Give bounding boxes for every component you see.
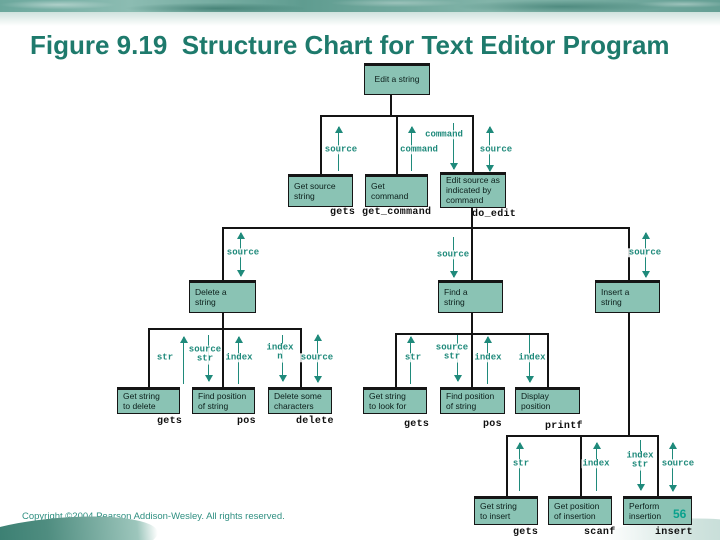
data-flow-label: source str [187,344,223,365]
data-flow-label: str [155,352,175,363]
function-name-label: delete [296,416,334,427]
module-box-find-position-of-string-2: Find position of string [440,387,505,414]
data-flow-label: str [403,352,423,363]
connector-line [222,227,224,280]
module-box-find-a-string: Find a string [438,280,503,313]
data-flow-label: index [581,458,611,469]
function-name-label: scanf [584,527,616,538]
data-flow-label: command [424,129,464,140]
data-flow-arrow [179,336,188,384]
connector-line [471,227,473,280]
module-box-get-source-string: Get source string [288,174,353,207]
module-box-edit-a-string: Edit a string [364,63,430,95]
connector-line [472,115,474,174]
module-box-get-position-of-insertion: Get position of insertion [548,496,612,525]
connector-line [471,333,473,387]
connector-line [395,333,397,387]
function-name-label: do_edit [472,209,517,220]
connector-line [547,333,549,387]
data-flow-label: source [435,249,471,260]
connector-line [628,313,630,435]
connector-line [580,435,582,496]
data-flow-label: source [660,458,696,469]
connector-line [390,95,392,115]
data-flow-label: source [225,247,261,258]
copyright-text: Copyright ©2004 Pearson Addison-Wesley. … [22,511,285,522]
connector-line [320,115,322,174]
module-box-find-position-of-string-1: Find position of string [192,387,255,414]
module-box-edit-source-as-indicated-by-command: Edit source as indicated by command [440,172,506,208]
function-name-label: get_command [362,207,432,218]
function-name-label: pos [237,416,256,427]
module-box-get-string-to-insert: Get string to insert [474,496,538,525]
function-name-label: gets [157,416,183,427]
function-name-label: insert [655,527,693,538]
data-flow-label: source [627,247,663,258]
module-box-get-command: Get command [365,174,428,207]
data-flow-label: index str [625,450,655,471]
module-box-get-string-to-look-for: Get string to look for [363,387,427,414]
module-box-delete-some-characters: Delete some characters [268,387,332,414]
data-flow-label: source [323,144,359,155]
function-name-label: gets [330,207,356,218]
module-box-get-string-to-delete: Get string to delete [117,387,180,414]
module-box-display-position: Display position [515,387,580,414]
page-number: 56 [673,507,687,521]
connector-line [471,313,473,333]
connector-line [222,328,224,387]
module-box-perform-insertion: Perform insertion [623,496,692,525]
connector-line [396,115,398,174]
module-box-insert-a-string: Insert a string [595,280,660,313]
data-flow-label: command [399,144,439,155]
top-banner-texture [0,0,720,12]
data-flow-label: str [511,458,531,469]
function-name-label: printf [545,421,583,432]
data-flow-label: source [299,352,335,363]
data-flow-label: index [224,352,254,363]
connector-line [506,435,508,496]
data-flow-label: index [517,352,547,363]
data-flow-label: source str [434,342,470,363]
connector-line [148,328,301,330]
function-name-label: gets [404,419,430,430]
connector-line [148,328,150,387]
connector-line [506,435,658,437]
connector-line [222,313,224,328]
connector-line [657,435,659,496]
function-name-label: gets [513,527,539,538]
module-box-delete-a-string: Delete a string [189,280,256,313]
data-flow-label: index n [265,342,295,363]
connector-line [471,208,473,227]
data-flow-label: index [473,352,503,363]
connector-line [222,227,629,229]
data-flow-label: source [478,144,514,155]
top-banner-fade [0,12,720,26]
data-flow-arrow [449,123,458,170]
slide-title: Figure 9.19 Structure Chart for Text Edi… [30,30,670,60]
function-name-label: pos [483,419,502,430]
